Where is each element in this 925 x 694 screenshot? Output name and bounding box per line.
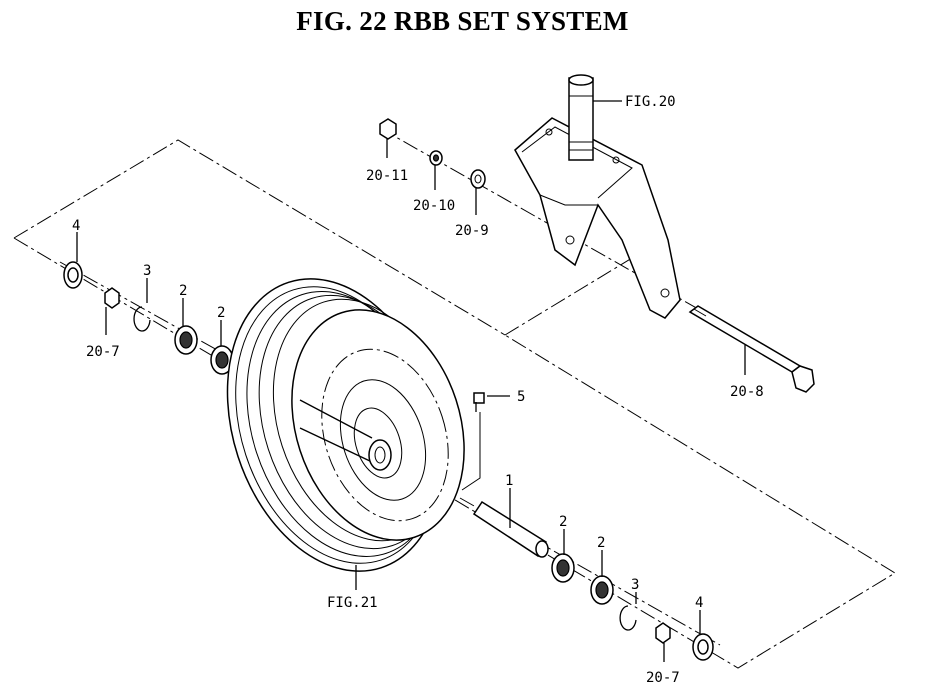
- label-3-right: 3: [631, 577, 639, 593]
- bearing-2-left-a: [174, 298, 198, 355]
- seal-4-left: [63, 232, 83, 289]
- bearing-2-right-a: [551, 529, 575, 583]
- bolt-20-8: [688, 305, 815, 393]
- label-20-11: 20-11: [366, 168, 408, 184]
- label-2-left-b: 2: [217, 305, 225, 321]
- label-2-right-b: 2: [597, 535, 605, 551]
- snap-ring-3-right: [619, 592, 637, 631]
- label-fig21: FIG.21: [327, 595, 378, 611]
- label-4-left: 4: [72, 218, 80, 234]
- spacer-1: [472, 488, 549, 558]
- fork-bracket: [514, 74, 681, 319]
- nut-20-11: [379, 118, 397, 158]
- nut-20-7-left: [104, 287, 120, 335]
- seal-4-right: [692, 610, 714, 661]
- bearing-2-right-b: [590, 550, 614, 605]
- label-20-8: 20-8: [730, 384, 764, 400]
- label-2-left-a: 2: [179, 283, 187, 299]
- washer-20-9: [470, 169, 486, 215]
- label-20-7-right: 20-7: [646, 670, 680, 686]
- label-5: 5: [517, 389, 525, 405]
- snap-ring-3-left: [133, 278, 151, 332]
- bearing-2-left-b: [210, 320, 234, 375]
- wheel-assembly: [226, 278, 465, 590]
- label-3-left: 3: [143, 263, 151, 279]
- label-20-7-left: 20-7: [86, 344, 120, 360]
- label-20-10: 20-10: [413, 198, 455, 214]
- washer-20-10: [429, 150, 443, 190]
- label-1: 1: [505, 473, 513, 489]
- label-20-9: 20-9: [455, 223, 489, 239]
- diagram-title: FIG. 22 RBB SET SYSTEM: [296, 6, 629, 36]
- nut-20-7-right: [655, 622, 671, 662]
- label-2-right-a: 2: [559, 514, 567, 530]
- label-fig20: FIG.20: [625, 94, 676, 110]
- grease-fitting-5: [461, 392, 510, 491]
- label-4-right: 4: [695, 595, 703, 611]
